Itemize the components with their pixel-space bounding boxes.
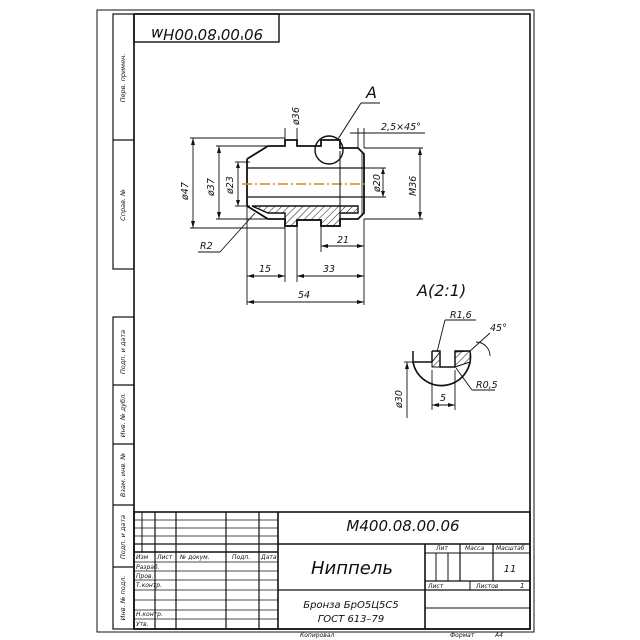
detail-label: A(2:1): [416, 281, 466, 300]
detail-view: [404, 319, 495, 418]
sheet-outer-border: [96, 9, 535, 633]
dim-54: 54: [298, 290, 310, 301]
dim-d36: ø36: [291, 107, 302, 126]
side-label-podp-2: Подп. и дата: [119, 515, 127, 559]
sheets-value: 1: [520, 582, 524, 590]
side-label-dubl: Инв. № дубл.: [119, 393, 127, 437]
hdr-izm: Изм: [136, 554, 149, 561]
main-dimension-arrows: [191, 138, 422, 304]
main-part-view: [242, 102, 380, 227]
side-label-perv: Перв. примен.: [119, 54, 127, 103]
hdr-doc: № докум.: [179, 554, 210, 561]
detail-dim-r05: R0,5: [476, 380, 498, 391]
view-a-label: A: [365, 83, 377, 102]
material-line-1: Бронза БрО5Ц5С5: [303, 600, 398, 611]
format-value: А4: [494, 632, 503, 639]
hdr-masshtab: Масштаб: [496, 545, 525, 552]
role-razrab: Разраб.: [136, 564, 160, 571]
detail-dim-5: 5: [440, 393, 446, 404]
dim-m36: M36: [408, 176, 419, 196]
side-label-podl: Инв. № подл.: [119, 576, 127, 621]
hdr-massa: Масса: [465, 545, 484, 552]
top-code-text: 90'00'80'00Hʍ: [151, 25, 263, 43]
detail-dim-angle: 45°: [490, 323, 507, 334]
dim-21: 21: [337, 235, 349, 246]
dim-chamfer: 2,5×45°: [381, 122, 421, 133]
detail-dim-r16: R1,6: [450, 310, 472, 321]
hdr-list: Лист: [156, 554, 173, 561]
dim-15: 15: [259, 264, 271, 275]
side-label-podp-1: Подп. и дата: [119, 330, 127, 374]
detail-dim-d30: ø30: [394, 390, 405, 409]
dim-d47: ø47: [180, 182, 191, 201]
dim-d37: ø37: [206, 178, 217, 197]
side-label-sprav: Справ. №: [119, 189, 127, 221]
left-side-strip: [112, 13, 135, 630]
title-block-lines: [133, 511, 531, 630]
sheets-label: Листов: [475, 583, 499, 590]
format-label: Формат: [450, 632, 475, 639]
copied-label: Копировал: [300, 632, 334, 639]
main-dimension-lines: [190, 128, 425, 305]
sheet-label: Лист: [427, 583, 444, 590]
hdr-lit: Лит: [435, 545, 448, 552]
dim-33: 33: [323, 264, 335, 275]
scale-value: 11: [504, 564, 517, 575]
role-utv: Утв.: [136, 621, 149, 628]
dim-r2: R2: [200, 241, 213, 252]
dim-d20: ø20: [372, 174, 383, 193]
part-name: Ниппель: [311, 558, 393, 579]
side-label-vzam: Взам. инв. №: [119, 453, 127, 497]
role-nkontr: Н.контр.: [136, 611, 163, 618]
title-code: М400.08.00.06: [346, 517, 459, 535]
dim-d23: ø23: [225, 176, 236, 195]
role-tkontr: Т.контр.: [136, 582, 162, 589]
role-prov: Пров.: [136, 573, 154, 580]
hdr-sign: Подп.: [232, 554, 250, 561]
hdr-date: Дата: [260, 554, 277, 561]
material-line-2: ГОСТ 613–79: [318, 614, 385, 625]
drawing-frame: [133, 13, 531, 630]
